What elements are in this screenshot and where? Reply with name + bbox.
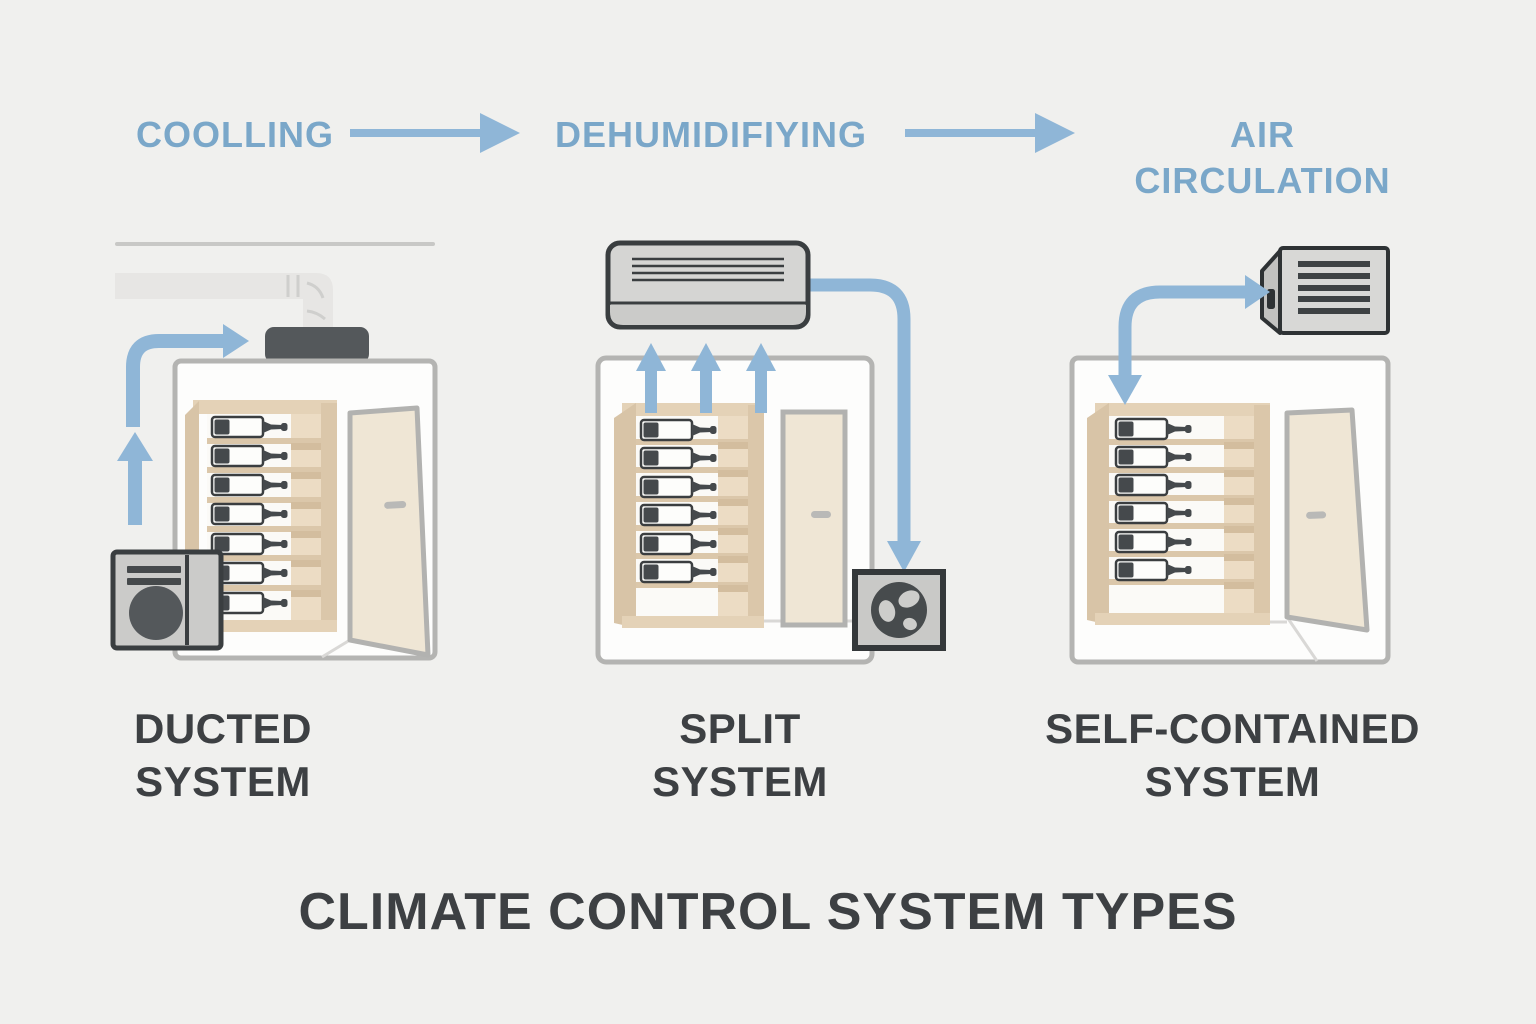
door-handle <box>384 501 407 509</box>
ducted-system-diagram <box>110 242 438 661</box>
duct-pipe <box>115 273 333 327</box>
self-contained-system-diagram <box>1069 246 1391 665</box>
unit-handle <box>1267 289 1275 309</box>
door-handle <box>811 511 831 518</box>
air-handler-unit <box>265 327 369 363</box>
label-line-1: DUCTED <box>134 705 312 752</box>
cellar-door <box>1284 407 1370 662</box>
label-line-1: SELF-CONTAINED <box>1045 705 1420 752</box>
self-contained-system-label: SELF-CONTAINED SYSTEM <box>1010 702 1455 808</box>
airflow-curved-arrow-icon <box>126 324 249 427</box>
wall-ac-unit <box>605 240 811 330</box>
process-step-cooling: COOLLING <box>136 114 334 155</box>
vent-slats-icon <box>632 257 784 282</box>
wine-rack <box>614 403 764 628</box>
label-line-2: SYSTEM <box>652 758 828 805</box>
label-line-2: SYSTEM <box>1144 758 1321 805</box>
process-arrow-2-icon <box>905 113 1075 153</box>
cellar-door <box>321 405 431 659</box>
door-handle <box>1306 511 1327 519</box>
process-step-air-circulation: AIR CIRCULATION <box>1134 114 1391 201</box>
split-system-diagram <box>595 240 946 665</box>
airflow-up-arrow-icon <box>117 432 153 525</box>
process-arrow-1-icon <box>350 113 520 153</box>
page-title: CLIMATE CONTROL SYSTEM TYPES <box>298 883 1238 941</box>
wine-rack <box>1087 403 1270 625</box>
label-line-1: SPLIT <box>679 705 801 752</box>
fan-icon <box>129 586 183 640</box>
split-system-label: SPLIT SYSTEM <box>580 702 900 808</box>
process-step-dehumidifying: DEHUMIDIFIYING <box>555 114 868 155</box>
airflow-up-arrows-icon <box>636 343 776 413</box>
outdoor-unit <box>110 549 224 651</box>
ceiling-line <box>115 242 435 246</box>
vent-slat-icon <box>127 566 181 573</box>
refrigerant-line-arrow-icon <box>808 278 921 572</box>
self-contained-unit <box>1260 246 1390 335</box>
cellar-door <box>780 409 848 628</box>
vent-slats-icon <box>1298 261 1370 314</box>
airflow-double-arrow-icon <box>1108 275 1270 405</box>
vent-slat-icon <box>127 578 181 585</box>
ducted-system-label: DUCTED SYSTEM <box>63 702 383 808</box>
condenser-unit <box>852 569 946 651</box>
label-line-2: SYSTEM <box>135 758 311 805</box>
